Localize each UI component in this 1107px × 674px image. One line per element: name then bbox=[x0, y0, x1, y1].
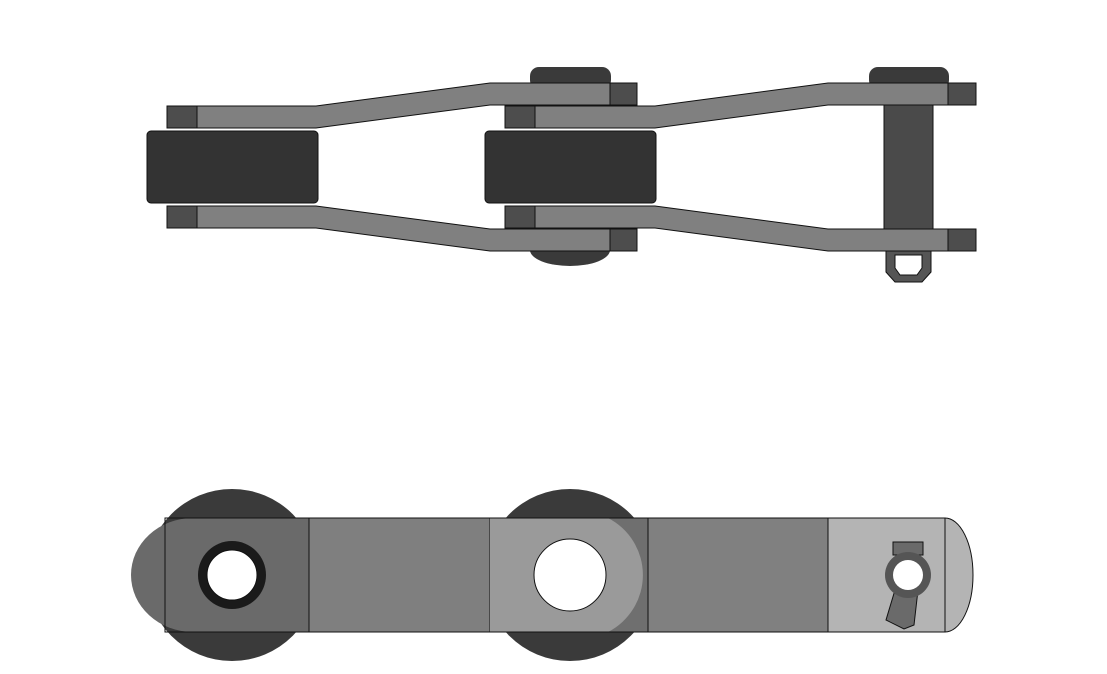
side-view bbox=[131, 489, 974, 661]
plate-end bbox=[166, 105, 198, 129]
plate-end bbox=[504, 205, 536, 229]
plate-end bbox=[947, 82, 977, 106]
plate-end bbox=[609, 82, 638, 106]
pin-shank bbox=[883, 104, 934, 230]
plate-end bbox=[609, 228, 638, 252]
top-view bbox=[146, 67, 977, 283]
pin-head-bottom-1 bbox=[530, 250, 610, 266]
plate-segment-2 bbox=[308, 517, 491, 633]
cotter-ring-hole bbox=[893, 560, 923, 590]
roller-2 bbox=[484, 130, 657, 204]
plate-end bbox=[504, 105, 536, 129]
plate-segment-4 bbox=[647, 517, 829, 633]
plate-end bbox=[166, 205, 198, 229]
pin-hole-1 bbox=[206, 549, 258, 601]
cotter-hole bbox=[894, 254, 923, 276]
pin-hole-2 bbox=[533, 538, 607, 612]
roller-1 bbox=[146, 130, 319, 204]
plate-outline bbox=[164, 517, 946, 633]
plate-end bbox=[947, 228, 977, 252]
